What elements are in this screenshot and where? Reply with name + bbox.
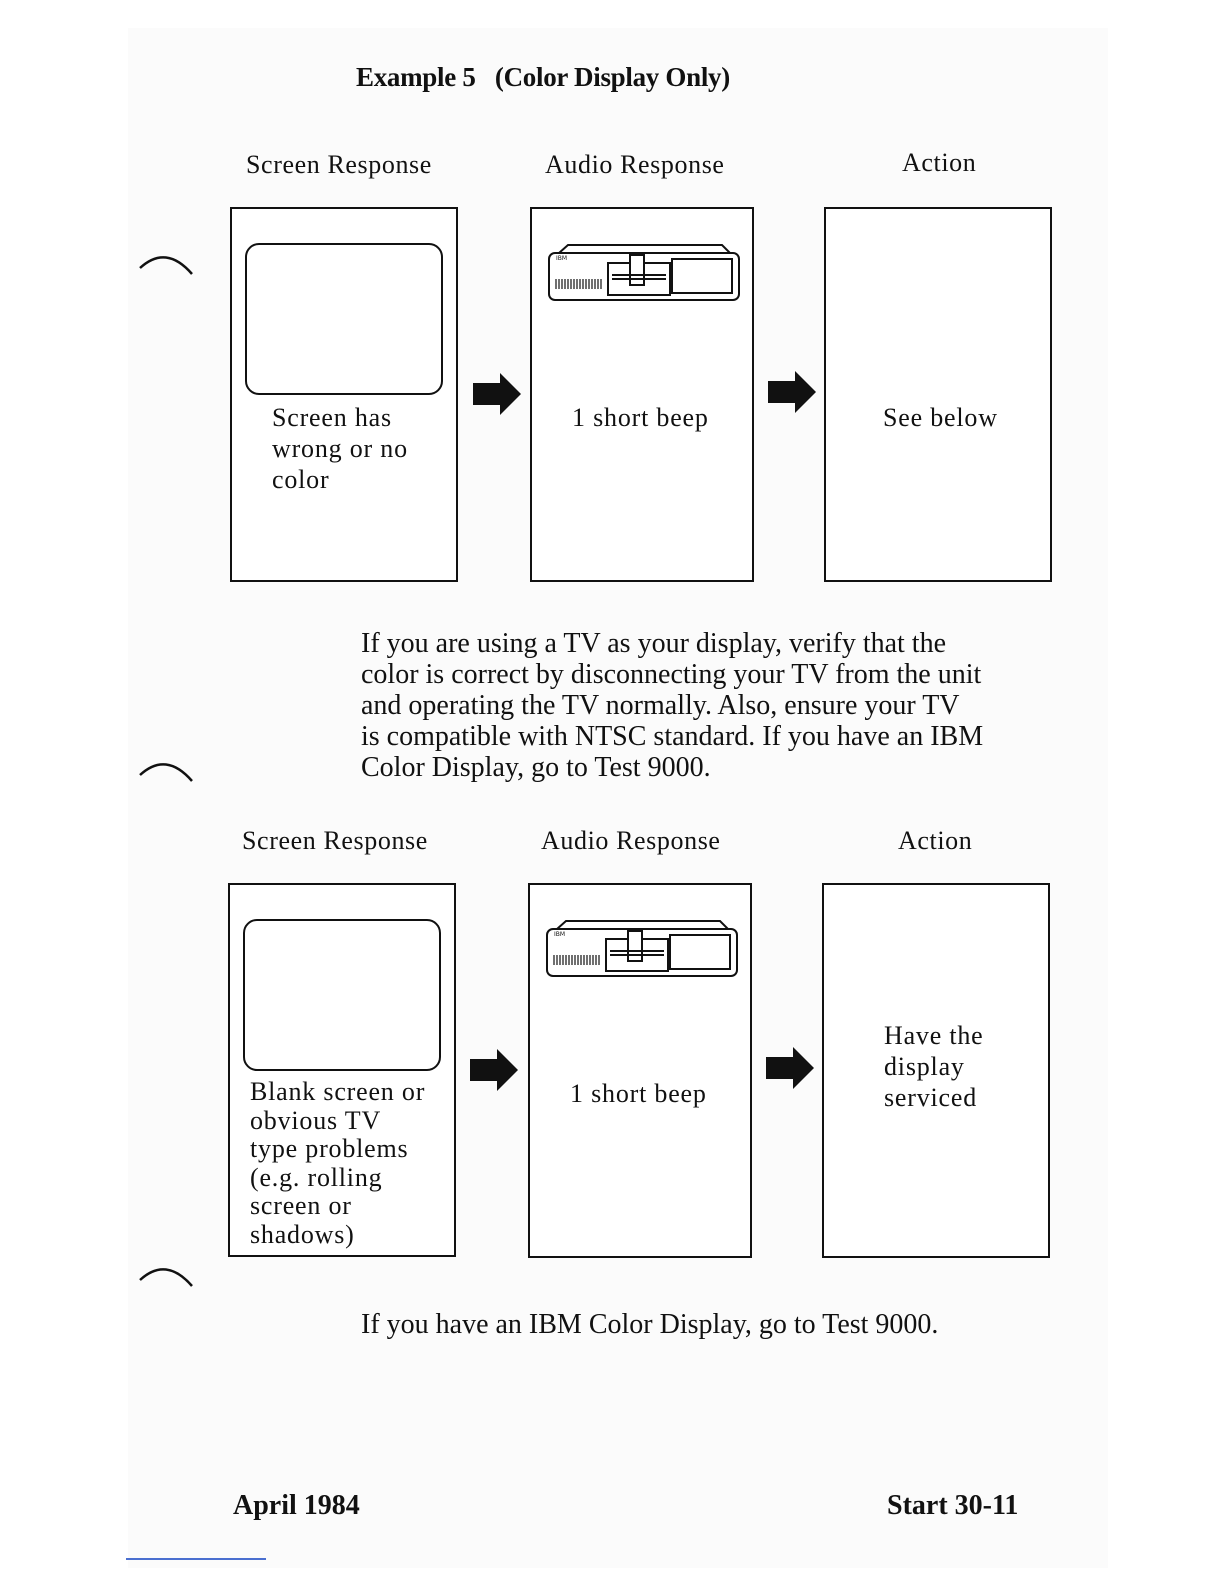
screen-response-text: Blank screen or obvious TV type problems… xyxy=(250,1077,426,1249)
action-text: Have the display serviced xyxy=(884,1021,984,1112)
right-arrow-icon xyxy=(472,372,522,416)
action-box: Have the display serviced xyxy=(822,883,1050,1258)
margin-hole-mark xyxy=(138,248,196,278)
screen-response-header: Screen Response xyxy=(246,150,432,179)
system-unit-icon: IBM xyxy=(544,917,740,979)
right-arrow-icon xyxy=(765,1046,815,1090)
footer-date: April 1984 xyxy=(233,1490,360,1521)
margin-hole-mark xyxy=(138,1260,196,1290)
right-arrow-icon xyxy=(767,370,817,414)
action-header: Action xyxy=(898,826,973,855)
audio-response-text: 1 short beep xyxy=(570,1079,707,1108)
audio-response-box: IBM 1 short beep xyxy=(530,207,754,582)
screen-response-text: Screen has wrong or no color xyxy=(272,403,408,494)
screen-response-box: Blank screen or obvious TV type problems… xyxy=(228,883,456,1257)
screen-response-box: Screen has wrong or no color xyxy=(230,207,458,582)
crt-screen-icon xyxy=(245,243,443,395)
instruction-paragraph: If you are using a TV as your display, v… xyxy=(361,628,984,783)
right-arrow-icon xyxy=(469,1048,519,1092)
audio-response-header: Audio Response xyxy=(541,826,721,855)
system-unit-icon: IBM xyxy=(546,241,742,303)
bottom-rule xyxy=(126,1558,266,1560)
action-text: See below xyxy=(883,403,998,432)
action-header: Action xyxy=(902,148,977,177)
instruction-paragraph: If you have an IBM Color Display, go to … xyxy=(361,1309,939,1340)
audio-response-text: 1 short beep xyxy=(572,403,709,432)
action-box: See below xyxy=(824,207,1052,582)
page-title: Example 5 (Color Display Only) xyxy=(356,62,730,92)
screen-response-header: Screen Response xyxy=(242,826,428,855)
unit-logo-label: IBM xyxy=(556,255,568,262)
audio-response-header: Audio Response xyxy=(545,150,725,179)
audio-response-box: IBM 1 short beep xyxy=(528,883,752,1258)
margin-hole-mark xyxy=(138,755,196,785)
unit-logo-label: IBM xyxy=(554,931,566,938)
crt-screen-icon xyxy=(243,919,441,1071)
footer-page-number: Start 30-11 xyxy=(887,1490,1019,1521)
